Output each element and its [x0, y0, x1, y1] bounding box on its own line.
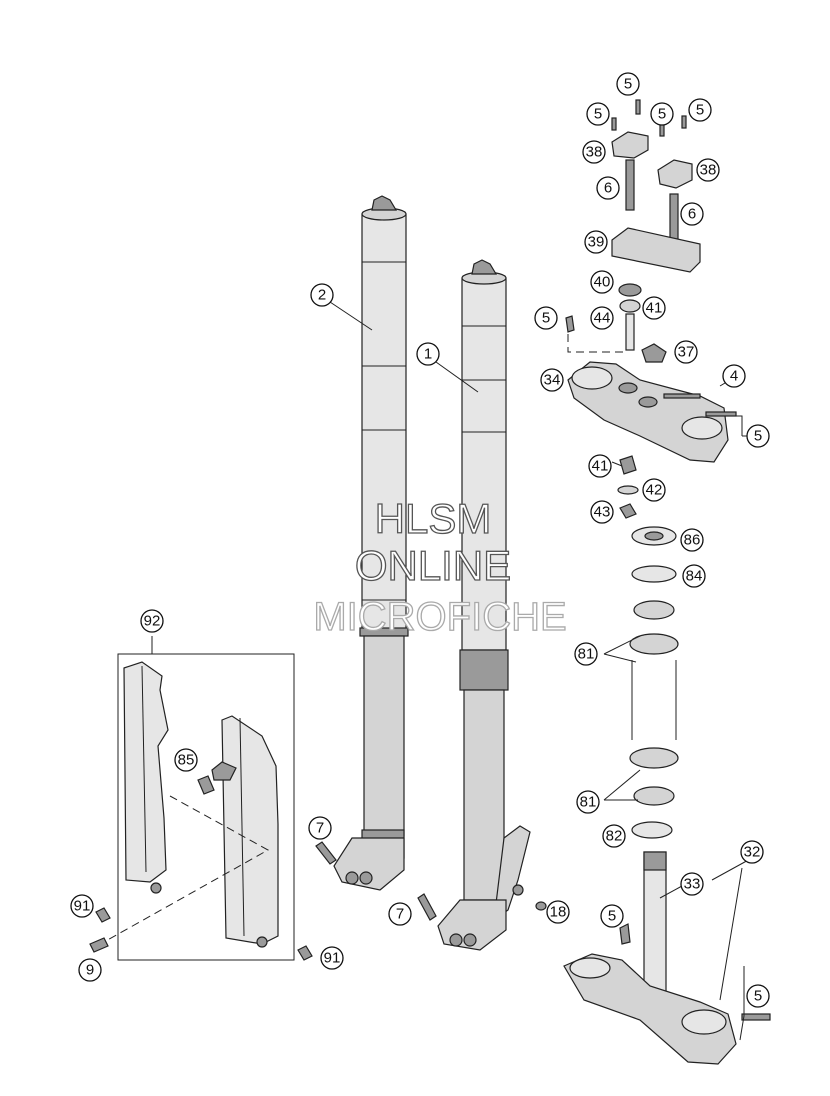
svg-text:34: 34 [544, 372, 561, 389]
callout-7: 7 [308, 816, 332, 840]
svg-text:40: 40 [594, 274, 611, 291]
svg-text:5: 5 [542, 310, 550, 327]
callout-41: 41 [642, 296, 666, 320]
svg-text:5: 5 [754, 428, 762, 445]
svg-text:9: 9 [86, 962, 94, 979]
svg-text:32: 32 [744, 844, 761, 861]
callout-84: 84 [682, 564, 706, 588]
bolt-7-right [417, 893, 437, 921]
svg-text:91: 91 [324, 950, 341, 967]
svg-text:38: 38 [586, 144, 603, 161]
svg-text:41: 41 [646, 300, 663, 317]
callout-37: 37 [674, 340, 698, 364]
svg-text:5: 5 [658, 106, 666, 123]
svg-text:43: 43 [594, 504, 611, 521]
callout-5: 5 [534, 306, 558, 330]
callout-39: 39 [584, 230, 608, 254]
callout-81: 81 [576, 790, 600, 814]
svg-text:41: 41 [592, 458, 609, 475]
svg-text:6: 6 [688, 206, 696, 223]
fork-guard-set [89, 636, 313, 961]
steering-bearing-stack [617, 455, 679, 839]
callout-85: 85 [174, 748, 198, 772]
callout-92: 92 [140, 609, 164, 633]
callout-6: 6 [680, 202, 704, 226]
leader-lines [329, 301, 753, 1001]
svg-text:81: 81 [578, 646, 595, 663]
callout-82: 82 [602, 824, 626, 848]
callout-38: 38 [696, 158, 720, 182]
callout-5: 5 [650, 102, 674, 126]
svg-text:18: 18 [550, 904, 567, 921]
callout-5: 5 [746, 424, 770, 448]
svg-text:5: 5 [696, 102, 704, 119]
svg-text:4: 4 [730, 368, 738, 385]
callout-7: 7 [388, 902, 412, 926]
svg-text:1: 1 [424, 346, 432, 363]
callout-9: 9 [78, 958, 102, 982]
callout-5: 5 [616, 72, 640, 96]
callout-41: 41 [588, 454, 612, 478]
svg-text:85: 85 [178, 752, 195, 769]
callout-18: 18 [546, 900, 570, 924]
svg-text:81: 81 [580, 794, 597, 811]
callout-33: 33 [680, 872, 704, 896]
watermark-line-2: ONLINE [355, 542, 511, 589]
svg-text:82: 82 [606, 828, 623, 845]
svg-text:33: 33 [684, 876, 701, 893]
callout-5: 5 [586, 102, 610, 126]
upper-triple-clamp [567, 334, 743, 463]
svg-text:7: 7 [396, 906, 404, 923]
callout-34: 34 [540, 368, 564, 392]
callout-43: 43 [590, 500, 614, 524]
callout-5: 5 [600, 904, 624, 928]
fork-leg-2 [333, 195, 409, 891]
callout-32: 32 [740, 840, 764, 864]
svg-text:42: 42 [646, 482, 663, 499]
callout-4: 4 [722, 364, 746, 388]
svg-text:84: 84 [686, 568, 703, 585]
callout-1: 1 [416, 342, 440, 366]
callout-86: 86 [680, 528, 704, 552]
callout-38: 38 [582, 140, 606, 164]
svg-text:38: 38 [700, 162, 717, 179]
fork-leg-1 [437, 259, 531, 951]
svg-text:5: 5 [594, 106, 602, 123]
svg-text:92: 92 [144, 613, 161, 630]
svg-text:37: 37 [678, 344, 695, 361]
handlebar-clamp-parts [565, 99, 701, 351]
callout-81: 81 [574, 642, 598, 666]
watermark: HLSM ONLINE MICROFICHE [313, 494, 568, 639]
svg-text:44: 44 [594, 310, 611, 327]
callout-5: 5 [746, 984, 770, 1008]
callout-6: 6 [596, 176, 620, 200]
bolt-7-left [315, 841, 337, 865]
callout-42: 42 [642, 478, 666, 502]
lower-triple-clamp [563, 851, 771, 1065]
svg-text:7: 7 [316, 820, 324, 837]
svg-text:5: 5 [754, 988, 762, 1005]
callout-44: 44 [590, 306, 614, 330]
callout-40: 40 [590, 270, 614, 294]
svg-text:91: 91 [74, 898, 91, 915]
svg-text:39: 39 [588, 234, 605, 251]
callout-91: 91 [320, 946, 344, 970]
callout-2: 2 [310, 283, 334, 307]
plug-18 [535, 901, 547, 911]
watermark-line-3: MICROFICHE [313, 595, 566, 639]
callout-91: 91 [70, 894, 94, 918]
svg-text:5: 5 [608, 908, 616, 925]
svg-text:86: 86 [684, 532, 701, 549]
svg-text:2: 2 [318, 287, 326, 304]
callout-5: 5 [688, 98, 712, 122]
svg-text:6: 6 [604, 180, 612, 197]
watermark-line-1: HLSM [375, 495, 492, 542]
svg-text:5: 5 [624, 76, 632, 93]
